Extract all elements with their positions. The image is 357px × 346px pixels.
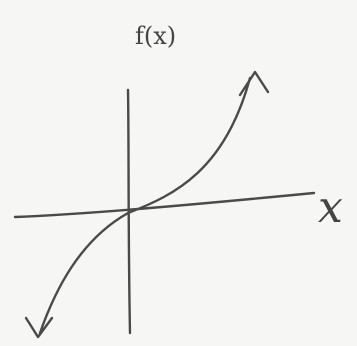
y-axis-line [126,88,132,335]
x-axis-label: x [318,182,343,233]
y-axis-label: f(x) [135,22,176,50]
curve-end-arrowhead-up [238,70,270,97]
x-axis-line [13,191,316,219]
curve-end-arrowhead-down [24,316,54,339]
function-curve [38,76,252,335]
